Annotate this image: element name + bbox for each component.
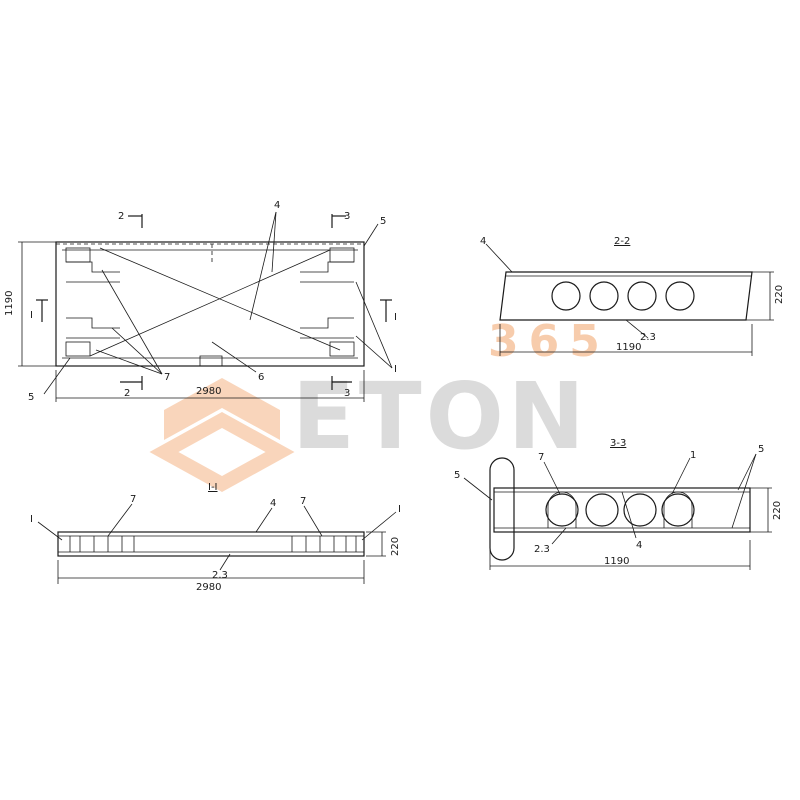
plan-outline (55, 241, 365, 367)
plan-callout-6: 6 (258, 372, 264, 383)
section-3-3-callout-5-left: 5 (454, 470, 460, 481)
section-2-2-callout-23: 2.3 (640, 332, 656, 343)
watermark-number: 365 (488, 316, 610, 367)
watermark: 365 ETON (149, 316, 610, 492)
plan-section-2-bottom: 2 (124, 388, 130, 399)
section-3-3-callout-23: 2.3 (534, 544, 550, 555)
plan-callout-7: 7 (164, 372, 170, 383)
section-2-2-width-dim: 1190 (616, 342, 641, 353)
plan-section-3-bottom: 3 (344, 388, 350, 399)
section-I-I-callout-1-left: I (30, 514, 33, 525)
watermark-word: ETON (292, 363, 589, 470)
section-I-I-callout-23: 2.3 (212, 570, 228, 581)
plan-width-dim: 2980 (196, 386, 221, 397)
section-3-3-height-dim: 220 (772, 501, 783, 520)
plan-section-I-left: I (30, 310, 33, 321)
section-2-2-callout-4: 4 (480, 236, 486, 247)
section-I-I-title: I-I (208, 482, 218, 493)
section-3-3-title: 3-3 (610, 438, 626, 449)
plan-section-2-top: 2 (118, 211, 124, 222)
section-3-3-callout-4: 4 (636, 540, 642, 551)
plan-callout-5-top: 5 (380, 216, 386, 227)
plan-section-I-right: I (394, 312, 397, 323)
section-2-2-height-dim: 220 (774, 285, 785, 304)
section-I-I-callout-7-right: 7 (300, 496, 306, 507)
section-I-I-callout-4: 4 (270, 498, 276, 509)
section-3-3-callout-5-right: 5 (758, 444, 764, 455)
plan-callout-1: I (394, 364, 397, 375)
section-I-I-callout-7-left: 7 (130, 494, 136, 505)
section-2-2: 2-2 220 1190 4 2.3 (480, 236, 785, 356)
section-I-I-height-dim: 220 (390, 537, 401, 556)
section-I-I-length-dim: 2980 (196, 582, 221, 593)
section-2-2-title: 2-2 (614, 236, 630, 247)
section-3-3: 3-3 220 1190 5 5 7 1 4 2.3 (454, 438, 783, 570)
plan-callout-5-bottom: 5 (28, 392, 34, 403)
section-3-3-outline (493, 487, 751, 533)
section-3-3-width-dim: 1190 (604, 556, 629, 567)
section-3-3-callout-7: 7 (538, 452, 544, 463)
section-3-3-callout-1: 1 (690, 450, 696, 461)
section-I-I-outline (57, 531, 365, 557)
section-2-2-outline (499, 271, 753, 321)
plan-height-dim: 1190 (4, 291, 15, 316)
section-I-I: I-I 2980 220 I I 7 7 4 2.3 (30, 482, 401, 593)
watermark-logo-icon (149, 378, 295, 492)
plan-section-3-top: 3 (344, 211, 350, 222)
section-3-3-loop (489, 457, 515, 561)
section-I-I-callout-1-right: I (398, 504, 401, 515)
plan-callout-4: 4 (274, 200, 280, 211)
plan-view: 2 2 3 3 I I 2980 1190 4 5 5 6 (4, 200, 397, 403)
